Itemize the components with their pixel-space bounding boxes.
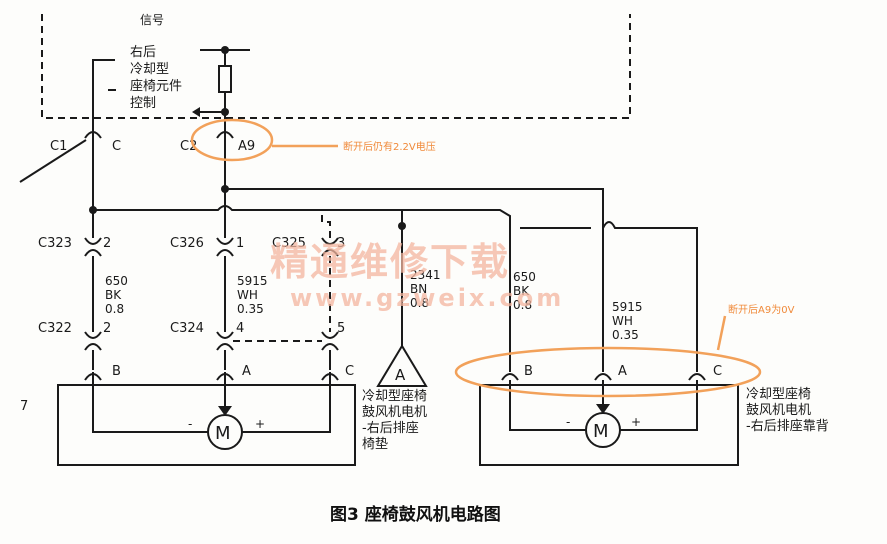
- c323-label: C323: [38, 236, 72, 251]
- left-minus: -: [188, 417, 192, 431]
- module-label-line2: 冷却型: [130, 62, 169, 77]
- signal-label: 信号: [140, 13, 164, 27]
- c1-diagonal: [19, 139, 87, 183]
- c322-pin: 2: [103, 321, 111, 336]
- right-pin-a: A: [618, 364, 627, 379]
- left-motor-wires: [92, 372, 331, 433]
- w5915-right-num: 5915: [612, 300, 643, 314]
- module-label-line3: 座椅元件: [130, 79, 182, 94]
- w2341-color: BN: [410, 282, 427, 296]
- w650-right-num: 650: [513, 270, 536, 284]
- c325-pin: 3: [337, 236, 345, 251]
- c325-connector: [321, 237, 339, 257]
- right-motor: [585, 412, 621, 448]
- left-pin-c: C: [345, 364, 354, 379]
- c322-connector: [84, 331, 102, 351]
- right-pin-b: B: [524, 364, 533, 379]
- c324-label: C324: [170, 321, 204, 336]
- module-box: [41, 14, 631, 119]
- figure-caption: 图3 座椅鼓风机电路图: [330, 504, 501, 525]
- left-motor-m: M: [215, 423, 231, 444]
- switch-wire: [92, 59, 115, 120]
- w5915-left-size: 0.35: [237, 302, 264, 316]
- right-pin-cups: [501, 373, 706, 381]
- right-annotation: 断开后A9为0V: [728, 303, 795, 316]
- c325-dash-up: [321, 210, 331, 238]
- w2341-size: 0.8: [410, 296, 429, 310]
- w650-right-size: 0.8: [513, 298, 532, 312]
- module-label-line1: 右后: [130, 45, 156, 60]
- c324-connector: [216, 331, 234, 351]
- right-motor-wires: [509, 380, 698, 431]
- left-motor-arrow: [218, 406, 232, 416]
- left-pin-cups: [84, 373, 339, 381]
- c326-label: C326: [170, 236, 204, 251]
- c325b-pin: 5: [337, 321, 345, 336]
- c325b-connector: [321, 331, 339, 351]
- left-number: 7: [20, 399, 28, 414]
- c326-pin: 1: [236, 236, 244, 251]
- triangle-label: A: [395, 366, 406, 384]
- left-drops: [92, 350, 331, 370]
- c322-label: C322: [38, 321, 72, 336]
- right-minus: -: [566, 415, 570, 429]
- w650-left-color: BK: [105, 288, 122, 302]
- left-motor-label-3: -右后排座: [362, 421, 419, 436]
- c1-label: C1: [50, 139, 67, 154]
- w5915-right-size: 0.35: [612, 328, 639, 342]
- arrow-head: [192, 107, 200, 117]
- w650-right-color: BK: [513, 284, 530, 298]
- right-wire-c: [520, 221, 698, 372]
- w5915-left-color: WH: [237, 288, 258, 302]
- left-plus: +: [255, 417, 265, 431]
- c325-label: C325: [272, 236, 306, 251]
- right-pin-c: C: [713, 364, 722, 379]
- right-annotation-line: [716, 315, 727, 351]
- c323-pin: 2: [103, 236, 111, 251]
- watermark-cn: 精通维修下载: [270, 240, 510, 284]
- c324-pin: 4: [236, 321, 244, 336]
- w5915-left-num: 5915: [237, 274, 268, 288]
- right-motor-label-1: 冷却型座椅: [746, 387, 811, 402]
- ground-triangle: [376, 344, 428, 387]
- resistor: [218, 65, 232, 93]
- bus-189: [225, 188, 604, 228]
- a9-annotation: 断开后仍有2.2V电压: [343, 140, 436, 153]
- a9-highlight: [190, 118, 274, 162]
- module-label-line4: 控制: [130, 96, 156, 111]
- left-motor-label-2: 鼓风机电机: [362, 405, 427, 420]
- left-pin-b: B: [112, 364, 121, 379]
- left-pin-a: A: [242, 364, 251, 379]
- left-motor-label-1: 冷却型座椅: [362, 389, 427, 404]
- left-motor: [207, 414, 243, 450]
- right-pins-highlight: [454, 346, 762, 398]
- c-label: C: [112, 139, 121, 154]
- right-motor-label-3: -右后排座靠背: [746, 419, 829, 434]
- right-motor-m: M: [593, 421, 609, 442]
- bus-210: [93, 205, 511, 228]
- right-plus: +: [631, 415, 641, 429]
- right-motor-label-2: 鼓风机电机: [746, 403, 811, 418]
- w650-left-num: 650: [105, 274, 128, 288]
- left-motor-box: [57, 384, 356, 466]
- w650-left-size: 0.8: [105, 302, 124, 316]
- a9-label: A9: [238, 139, 255, 154]
- right-motor-arrow: [596, 404, 610, 414]
- w5915-right-color: WH: [612, 314, 633, 328]
- right-motor-box: [479, 384, 739, 466]
- w2341-num: 2341: [410, 268, 441, 282]
- c323-connector: [84, 237, 102, 257]
- c326-connector: [216, 237, 234, 257]
- watermark-url: www.gzweix.com: [290, 284, 564, 312]
- left-motor-label-4: 椅垫: [362, 436, 388, 452]
